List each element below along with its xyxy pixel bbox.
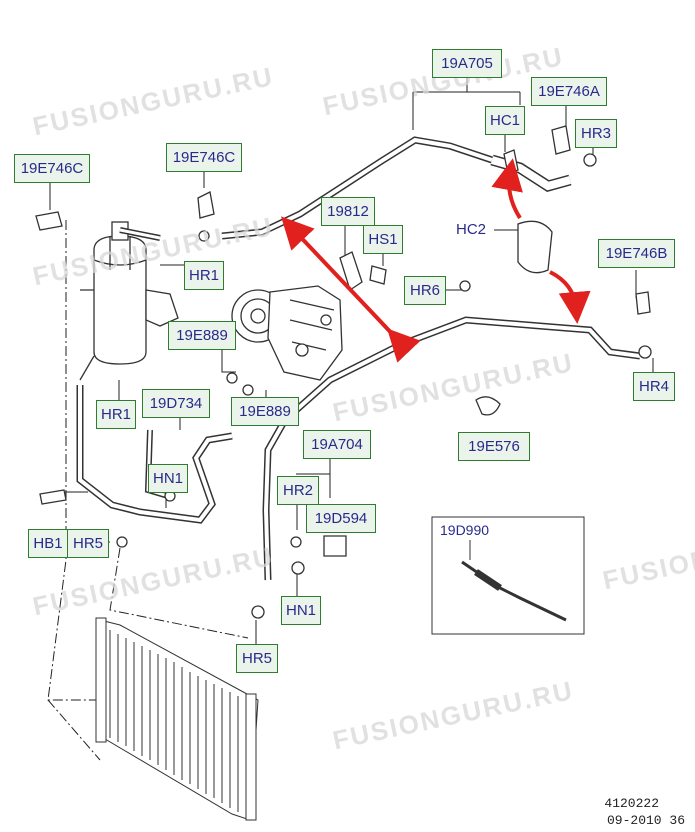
callout-19e889-a: 19E889	[168, 321, 236, 350]
callout-hr6: HR6	[404, 276, 446, 305]
callout-19812: 19812	[321, 197, 375, 226]
callout-19d594: 19D594	[306, 504, 376, 533]
compressor-drawing	[231, 285, 343, 381]
callout-hb1: HB1	[28, 529, 68, 558]
callout-hn1-left: HN1	[148, 464, 188, 493]
accumulator-drawing	[79, 221, 179, 381]
dashdot-lines	[47, 220, 249, 761]
callout-19a704: 19A704	[303, 430, 371, 459]
callout-hr4: HR4	[633, 372, 675, 401]
callout-hs1: HS1	[363, 225, 403, 254]
hose-19a705	[221, 136, 572, 240]
detail-box-19d990	[431, 516, 585, 635]
label-19d990: 19D990	[440, 522, 490, 538]
callout-hr1-top: HR1	[184, 261, 224, 290]
callout-hn1-right: HN1	[281, 596, 321, 625]
diagram-number: 4120222	[604, 796, 659, 811]
callout-hr3: HR3	[575, 119, 617, 148]
callout-19e746c-left: 19E746C	[14, 154, 90, 183]
callout-19d734: 19D734	[142, 389, 210, 418]
label-hc2: HC2	[456, 221, 487, 238]
condenser-drawing	[95, 617, 259, 821]
callout-19e746a: 19E746A	[531, 77, 607, 106]
callout-hr2: HR2	[277, 476, 319, 505]
callout-hr5-bottom: HR5	[236, 644, 278, 673]
callout-19e746b: 19E746B	[598, 239, 675, 268]
callout-19e576: 19E576	[458, 432, 530, 461]
date-code: 09-2010 36	[606, 813, 685, 828]
callout-19e889-b: 19E889	[231, 397, 299, 426]
red-arrows	[281, 158, 591, 363]
callout-hr1-bottom: HR1	[96, 400, 136, 429]
callout-19a705: 19A705	[432, 49, 502, 78]
callout-hr5-left: HR5	[67, 529, 109, 558]
callout-hc1: HC1	[485, 106, 525, 135]
callout-19e746c-top: 19E746C	[166, 143, 242, 172]
